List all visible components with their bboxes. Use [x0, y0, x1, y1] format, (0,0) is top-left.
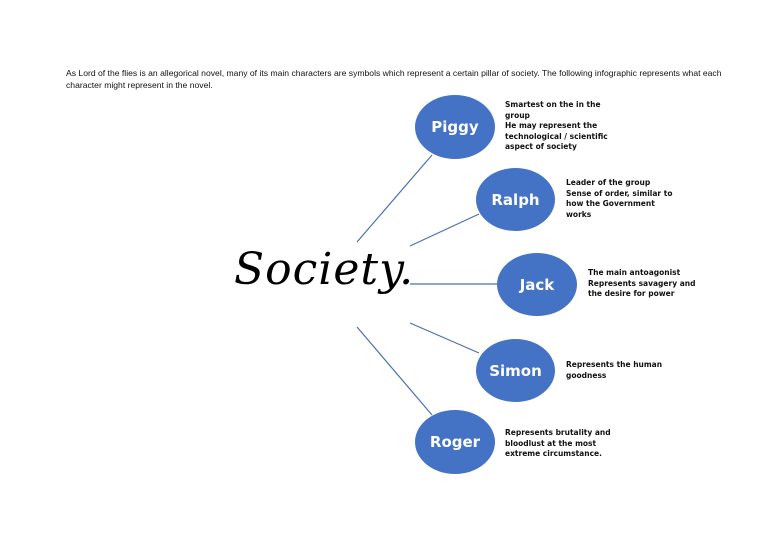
node-jack: Jack: [497, 253, 577, 316]
intro-paragraph: As Lord of the flies is an allegorical n…: [66, 68, 722, 90]
description-line: Represents savagery and: [588, 278, 696, 288]
description-simon: Represents the human goodness: [566, 360, 696, 381]
description-line: bloodlust at the most: [505, 438, 597, 448]
connector-simon: [409, 322, 480, 354]
description-ralph: Leader of the group Sense of order, simi…: [566, 178, 696, 220]
node-piggy: Piggy: [415, 95, 495, 159]
description-line: extreme circumstance.: [505, 449, 602, 458]
description-line: technological / scientific: [505, 131, 608, 141]
description-jack: The main antoagonist Represents savagery…: [588, 268, 718, 300]
description-line: how the Government: [566, 199, 655, 208]
description-line: goodness: [566, 370, 607, 380]
description-line: aspect of society: [505, 142, 577, 151]
node-roger: Roger: [415, 410, 495, 474]
description-line: Smartest on the in the: [505, 100, 601, 109]
description-line: Represents the human: [566, 360, 663, 369]
description-roger: Represents brutality and bloodlust at th…: [505, 428, 635, 460]
description-line: The main antoagonist: [588, 268, 681, 277]
description-line: Represents brutality and: [505, 428, 611, 437]
connector-roger: [356, 326, 433, 416]
description-line: Leader of the group: [566, 178, 651, 187]
description-line: group: [505, 110, 530, 120]
description-line: Sense of order, similar to: [566, 188, 673, 198]
description-line: the desire for power: [588, 289, 675, 298]
connector-ralph: [409, 213, 480, 247]
connector-piggy: [356, 154, 433, 243]
node-simon: Simon: [476, 339, 555, 402]
description-line: He may represent the: [505, 121, 598, 130]
description-line: works: [566, 209, 592, 219]
node-ralph: Ralph: [476, 168, 555, 231]
society-central-label: Society.: [234, 244, 415, 295]
description-piggy: Smartest on the in the group He may repr…: [505, 100, 625, 153]
